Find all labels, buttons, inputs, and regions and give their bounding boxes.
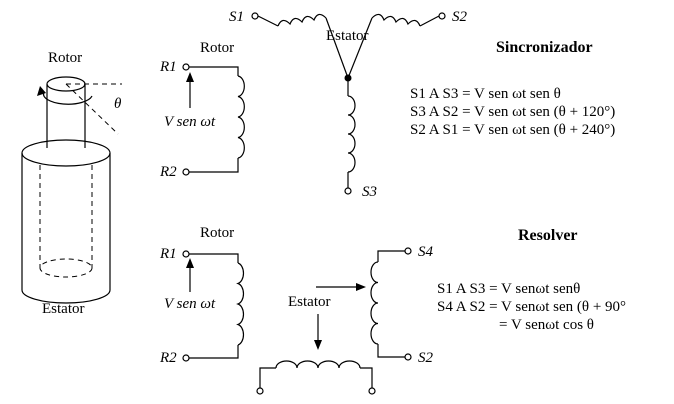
resolver-s4-label: S4 bbox=[418, 244, 434, 260]
synchro-stator: Estator S1 S2 S3 bbox=[229, 9, 468, 200]
synchro-title: Sincronizador bbox=[496, 39, 593, 56]
synchro-s2-label: S2 bbox=[452, 9, 468, 25]
synchro-rotor-coil bbox=[237, 75, 245, 159]
resolver-voltage-label: V sen ωt bbox=[164, 296, 216, 312]
synchro-s2-coil bbox=[371, 13, 421, 27]
resolver-stator-label: Estator bbox=[288, 294, 331, 310]
left-stator-label: Estator bbox=[42, 301, 85, 317]
resolver-r1-label: R1 bbox=[159, 246, 177, 262]
resolver-rotor-coil bbox=[236, 262, 245, 346]
synchro-equation-3: S2 A S1 = V sen ωt sen (θ + 240°) bbox=[410, 122, 615, 138]
resolver-stator: Estator S4 S2 bbox=[256, 244, 434, 395]
left-rotor-label: Rotor bbox=[48, 50, 82, 66]
rotation-arrow bbox=[42, 91, 93, 105]
rotor-stator-drawing: Rotor θ Estator bbox=[21, 50, 122, 317]
synchro-equation-1: S1 A S3 = V sen ωt sen θ bbox=[410, 86, 561, 102]
resolver-title: Resolver bbox=[518, 227, 578, 244]
angle-label: θ bbox=[114, 96, 122, 112]
synchro-rotor: Rotor R1 R2 V sen ωt bbox=[159, 40, 245, 180]
resolver-equation-2: S4 A S2 = V senωt sen (θ + 90° bbox=[437, 299, 626, 315]
synchro-s1-coil bbox=[277, 13, 327, 27]
resolver-equation-1: S1 A S3 = V senωt senθ bbox=[437, 281, 580, 297]
resolver-rotor-label: Rotor bbox=[200, 225, 234, 241]
resolver-rotor: Rotor R1 R2 V sen ωt bbox=[159, 225, 245, 366]
resolver-equation-3: = V senωt cos θ bbox=[499, 317, 594, 333]
stator-top bbox=[21, 139, 111, 167]
resolver-s4-s2-coil bbox=[370, 261, 379, 345]
synchro-voltage-label: V sen ωt bbox=[164, 114, 216, 130]
synchro-stator-label: Estator bbox=[326, 28, 369, 44]
synchro-text: Sincronizador S1 A S3 = V sen ωt sen θ S… bbox=[410, 39, 615, 138]
synchro-s3-label: S3 bbox=[362, 184, 377, 200]
resolver-text: Resolver S1 A S3 = V senωt senθ S4 A S2 … bbox=[437, 227, 626, 333]
synchro-rotor-label: Rotor bbox=[200, 40, 234, 56]
synchro-s1-label: S1 bbox=[229, 9, 244, 25]
synchro-r2-label: R2 bbox=[159, 164, 177, 180]
synchro-r1-label: R1 bbox=[159, 59, 177, 75]
resolver-r2-label: R2 bbox=[159, 350, 177, 366]
resolver-s2-label: S2 bbox=[418, 350, 434, 366]
resolver-s1-s3-coil bbox=[275, 360, 361, 369]
synchro-s3-coil bbox=[347, 95, 356, 173]
synchro-equation-2: S3 A S2 = V sen ωt sen (θ + 120°) bbox=[410, 104, 615, 120]
